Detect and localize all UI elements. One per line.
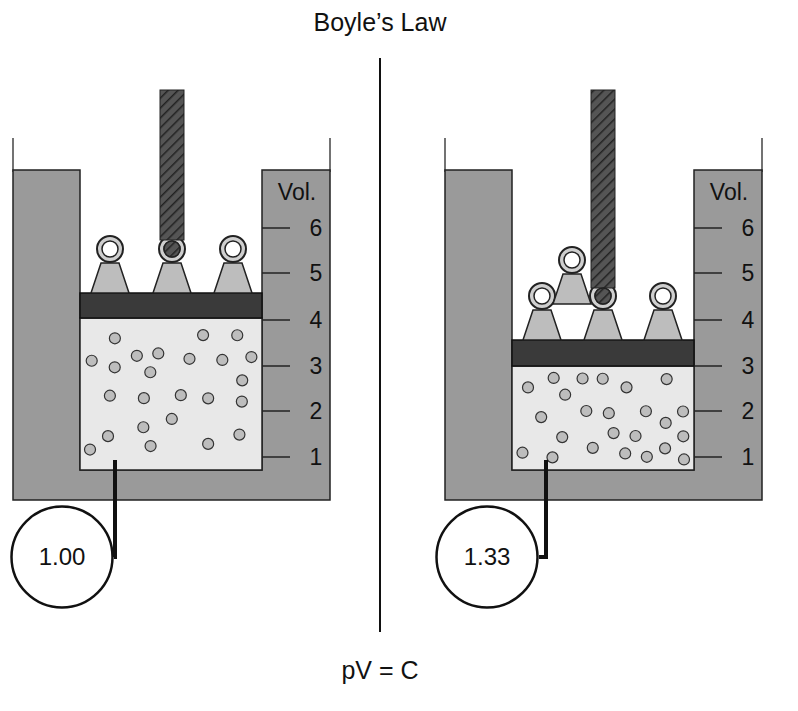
piston-rod [591,90,615,288]
molecule [603,408,614,419]
molecule [577,373,588,384]
scale-number: 5 [742,260,755,287]
molecule [109,362,120,373]
scale-number: 3 [310,353,323,380]
scale-number: 2 [310,398,323,425]
caption: pV = C [341,656,418,685]
weight [553,247,591,304]
molecule [661,374,672,385]
gas-molecules [85,330,257,455]
scale-number: 3 [742,353,755,380]
molecule [522,382,533,393]
scale-heading: Vol. [710,179,748,206]
weight [91,236,129,293]
molecule [237,375,248,386]
scale-number: 6 [310,215,323,242]
molecule [234,429,245,440]
weight [584,283,622,340]
molecule [246,352,257,363]
weight [523,283,561,340]
molecule [640,406,651,417]
molecule [621,382,632,393]
gas-molecules [517,372,690,465]
molecule [198,330,209,341]
molecule [131,350,142,361]
molecule [547,452,558,463]
gauge-line [114,460,115,557]
pressure-gauge: 1.00 [10,505,114,609]
piston [80,293,262,318]
molecule [660,443,671,454]
molecule [536,412,547,423]
scale-heading: Vol. [278,179,316,206]
molecule [641,451,652,462]
molecule [232,330,243,341]
molecule [597,373,608,384]
gauge-reading: 1.33 [464,543,511,571]
left-cylinder [13,90,330,557]
molecule [678,431,689,442]
molecule [630,430,641,441]
scale-number: 1 [310,444,323,471]
molecule [145,367,156,378]
molecule [86,355,97,366]
gas-chamber [512,366,694,470]
scale-number: 6 [742,215,755,242]
molecule [236,396,247,407]
molecule [138,393,149,404]
molecule [166,413,177,424]
molecule [548,372,559,383]
molecule [203,393,214,404]
pressure-gauge: 1.33 [435,505,539,609]
gauge-reading: 1.00 [39,543,86,571]
molecule [184,353,195,364]
molecule [678,454,689,465]
molecule [608,428,619,439]
piston-rod [160,90,184,240]
molecule [620,448,631,459]
molecule [109,333,120,344]
title: Boyle’s Law [314,8,447,37]
scale-number: 4 [310,307,323,334]
molecule [203,438,214,449]
molecule [104,390,115,401]
gauge-line [539,460,546,557]
molecule [557,432,568,443]
molecule [153,348,164,359]
scale-number: 5 [310,260,323,287]
molecule [217,354,228,365]
scale-number: 1 [742,444,755,471]
molecule [145,441,156,452]
weight [644,283,682,340]
divider-line [379,58,381,632]
piston [512,340,694,366]
weight [214,236,252,293]
gas-chamber [80,318,262,470]
scale-number: 2 [742,398,755,425]
molecule [102,431,113,442]
molecule [138,422,149,433]
molecule [660,417,671,428]
molecule [517,447,528,458]
scale-number: 4 [742,307,755,334]
molecule [85,444,96,455]
molecule [678,406,689,417]
molecule [581,405,592,416]
right-cylinder [445,90,762,557]
molecule [587,442,598,453]
molecule [560,389,571,400]
weight [153,236,191,293]
molecule [175,390,186,401]
